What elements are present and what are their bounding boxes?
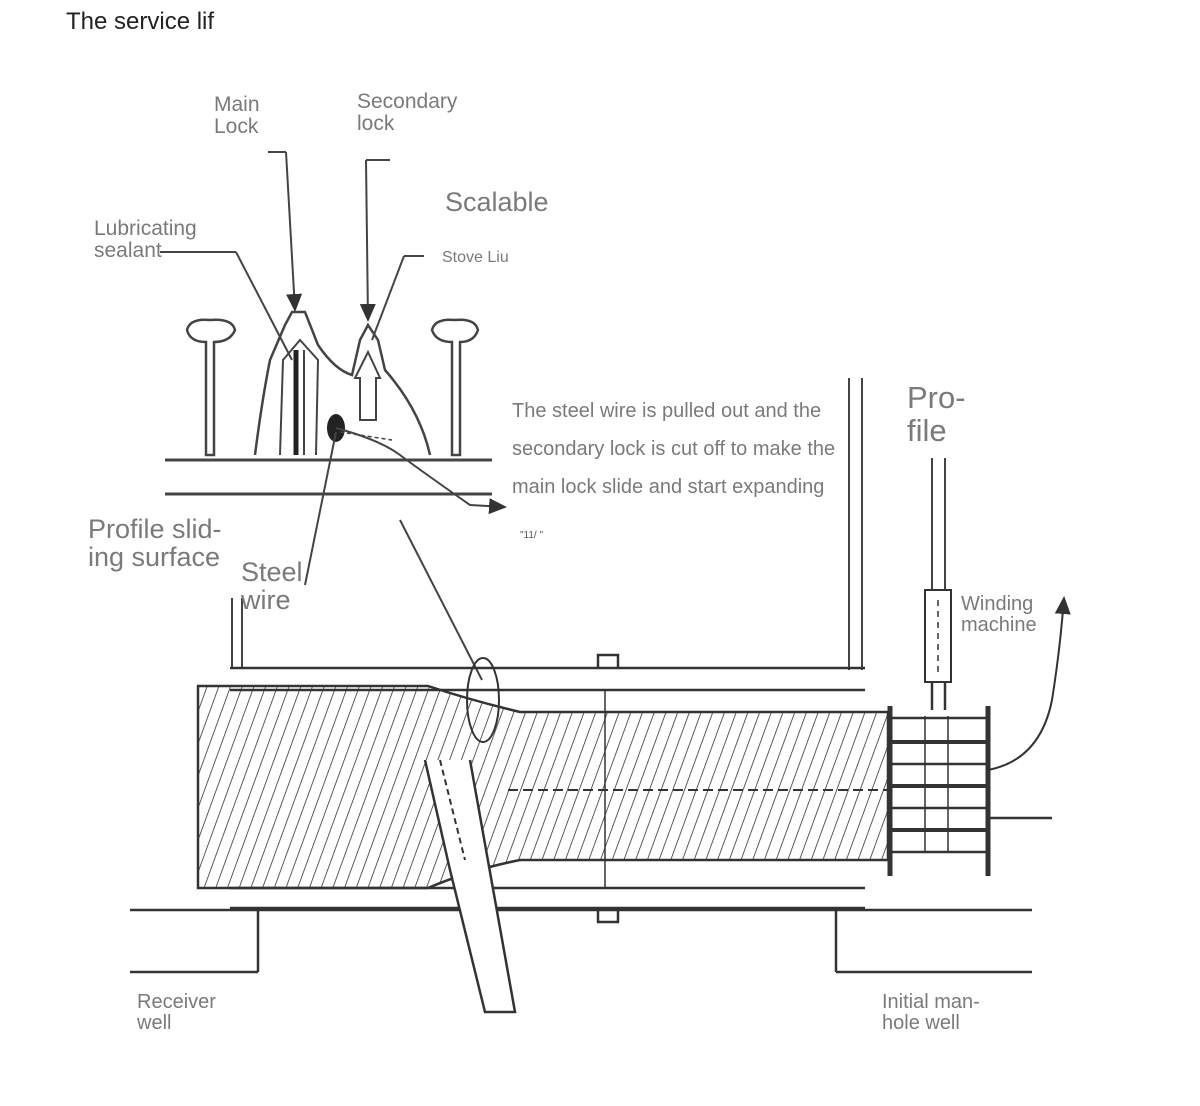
scalable-label: Scalable bbox=[445, 187, 549, 217]
profile-label: Pro- file bbox=[907, 380, 966, 448]
stove-liu-label: Stove Liu bbox=[442, 249, 509, 266]
receiver-well-label: Receiver well bbox=[137, 991, 216, 1034]
lubricating-sealant-label: Lubricating sealant bbox=[94, 217, 197, 263]
pipe-section bbox=[130, 589, 1071, 1014]
profile-cross-section: "11/ " bbox=[160, 151, 543, 681]
note-line: secondary lock is cut off to make the bbox=[512, 438, 836, 460]
profile-sliding-surface-label: Profile slid- ing surface bbox=[88, 514, 222, 573]
page-title: The service lif bbox=[66, 8, 215, 35]
steel-wire-label: Steel wire bbox=[241, 557, 303, 616]
svg-text:"11/ ": "11/ " bbox=[520, 530, 543, 541]
note-line: main lock slide and start expanding bbox=[512, 476, 825, 498]
frame-lines bbox=[231, 378, 946, 670]
secondary-lock-label: Secondary lock bbox=[357, 90, 458, 136]
winding-machine-label: Winding machine bbox=[961, 593, 1037, 636]
process-note: The steel wire is pulled out and the sec… bbox=[512, 392, 892, 506]
initial-manhole-well-label: Initial man- hole well bbox=[882, 991, 980, 1034]
main-lock-label: Main Lock bbox=[214, 93, 260, 139]
note-line: The steel wire is pulled out and the bbox=[512, 400, 822, 422]
